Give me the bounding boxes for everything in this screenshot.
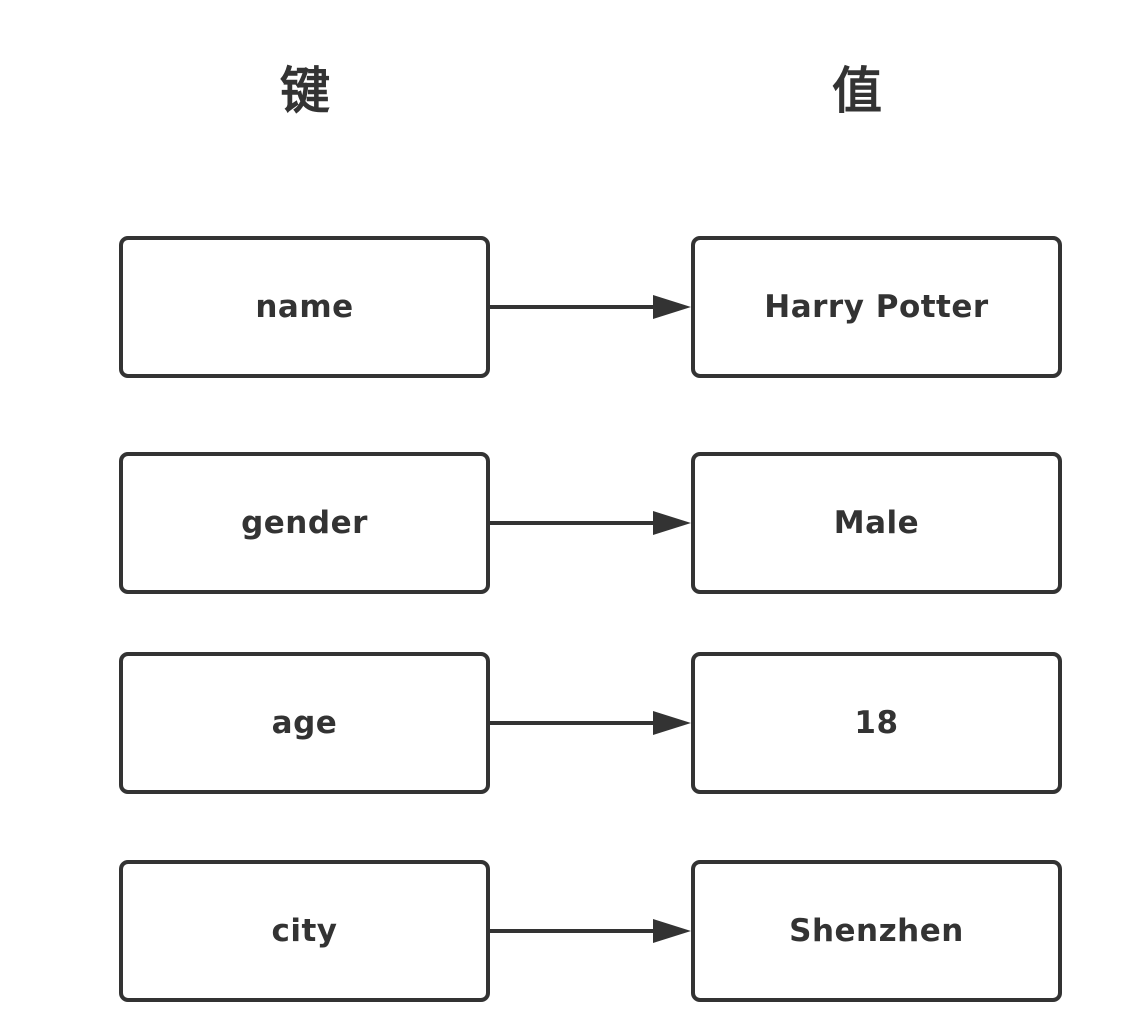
key-box-name: name	[119, 236, 490, 378]
key-box-city: city	[119, 860, 490, 1002]
arrow-city-to-value	[489, 919, 691, 943]
key-box-age: age	[119, 652, 490, 794]
arrow-name-to-value	[489, 295, 691, 319]
key-box-gender: gender	[119, 452, 490, 594]
value-box-city: Shenzhen	[691, 860, 1062, 1002]
arrow-gender-to-value	[489, 511, 691, 535]
value-box-age: 18	[691, 652, 1062, 794]
value-box-name: Harry Potter	[691, 236, 1062, 378]
arrow-age-to-value	[489, 711, 691, 735]
value-box-gender: Male	[691, 452, 1062, 594]
value-column-header: 值	[832, 62, 882, 120]
key-column-header: 键	[280, 62, 330, 120]
